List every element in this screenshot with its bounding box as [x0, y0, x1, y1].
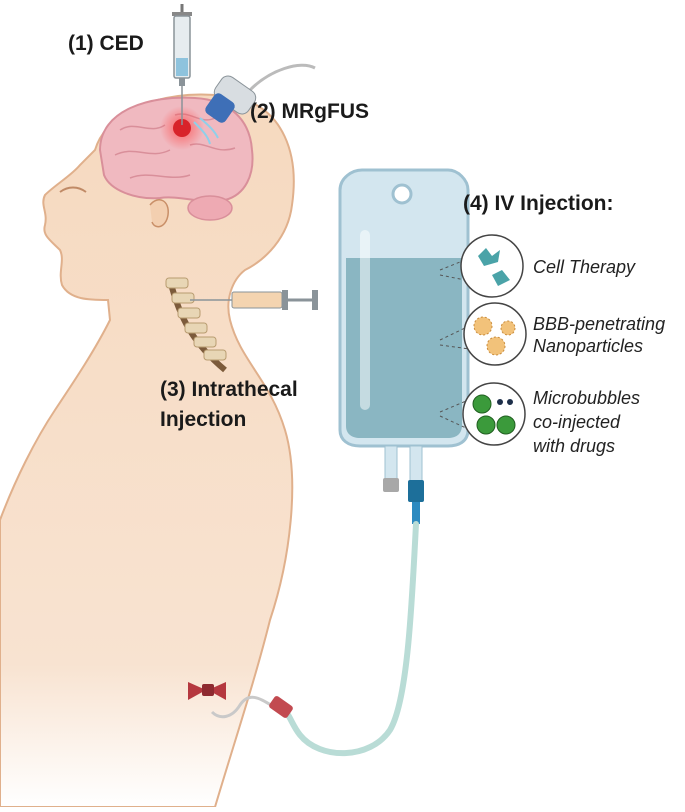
body-silhouette: [0, 93, 295, 808]
label-microbubbles-line2: co-injected: [533, 412, 621, 432]
iv-tubing: [281, 521, 419, 757]
cell-therapy-circle: [460, 234, 524, 298]
iv-bag: [338, 168, 470, 524]
tumor: [173, 119, 191, 137]
intrathecal-syringe: [190, 290, 318, 310]
label-intrathecal-line2: Injection: [160, 408, 247, 431]
label-iv-injection: (4) IV Injection:: [463, 192, 614, 215]
nanoparticle-circle: [463, 302, 527, 366]
label-bbb-line2: Nanoparticles: [533, 336, 644, 356]
ear: [149, 199, 169, 228]
label-cell-therapy: Cell Therapy: [533, 257, 636, 277]
label-microbubbles-line1: Microbubbles: [533, 388, 641, 408]
label-ced: (1) CED: [68, 32, 144, 55]
cerebellum: [187, 195, 233, 221]
label-intrathecal-line1: (3) Intrathecal: [160, 378, 298, 401]
eye: [59, 186, 87, 193]
spine: [165, 277, 227, 373]
label-bbb-line1: BBB-penetrating: [533, 314, 666, 334]
microbubble-circle: [462, 382, 526, 446]
catheter-connector: [269, 696, 293, 718]
catheter-line: [210, 695, 277, 719]
label-mrgfus: (2) MRgFUS: [250, 100, 369, 123]
ced-syringe: [172, 4, 192, 125]
butterfly-catheter: [188, 682, 226, 700]
mrgfus-transducer: [193, 63, 316, 145]
label-microbubbles-line3: with drugs: [533, 436, 616, 456]
